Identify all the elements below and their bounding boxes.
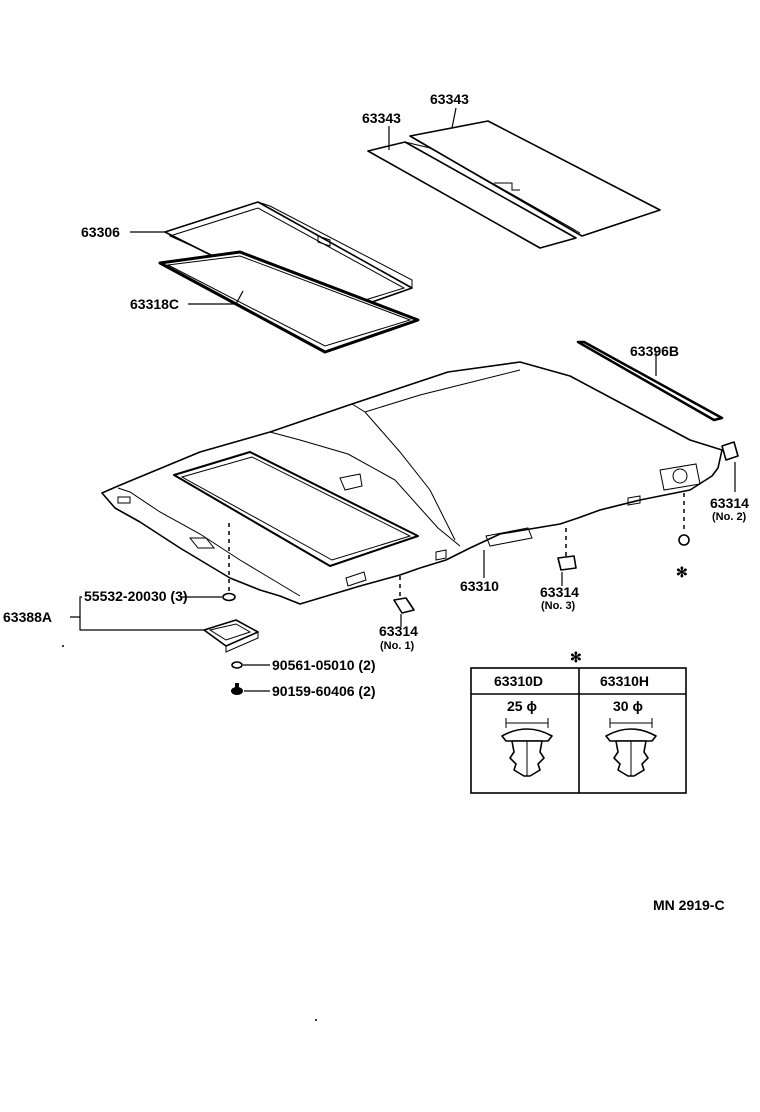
label-63343-top: 63343 <box>430 91 469 107</box>
table-col2-size: 30 ϕ <box>613 698 643 714</box>
label-63318c: 63318C <box>130 296 179 312</box>
clip-no2-part <box>721 441 739 461</box>
roof-trim-strip <box>576 340 724 422</box>
label-63306: 63306 <box>81 224 120 240</box>
headliner-clip-part <box>678 534 690 546</box>
label-63343-left: 63343 <box>362 110 401 126</box>
label-63310: 63310 <box>460 578 499 594</box>
label-63388a: 63388A <box>3 609 52 625</box>
label-63314-no2-sub: (No. 2) <box>712 511 747 523</box>
speck <box>315 1019 317 1021</box>
sunshade-panel-lower <box>367 141 581 249</box>
table-col1-part: 63310D <box>494 673 543 689</box>
label-90159: 90159-60406 (2) <box>272 683 376 699</box>
clip-marker-symbol: ✻ <box>676 564 688 580</box>
table-col2-part: 63310H <box>600 673 649 689</box>
label-63314-no1: 63314 <box>379 623 418 639</box>
catalog-code: MN 2919-C <box>653 897 725 913</box>
label-63314-no2: 63314 <box>710 495 749 511</box>
clip-63310d-drawing <box>501 718 553 777</box>
label-63314-no3: 63314 <box>540 584 579 600</box>
table-marker-symbol: ✻ <box>570 649 582 665</box>
label-63396b: 63396B <box>630 343 679 359</box>
clip-no1-part <box>393 597 415 614</box>
label-55532: 55532-20030 (3) <box>84 588 188 604</box>
label-90561: 90561-05010 (2) <box>272 657 376 673</box>
clip-55532-part <box>222 592 236 602</box>
clip-no3-part <box>557 555 577 571</box>
label-63314-no1-sub: (No. 1) <box>380 640 415 652</box>
table-col1-size: 25 ϕ <box>507 698 537 714</box>
screw-part <box>231 683 243 695</box>
speck <box>62 645 64 647</box>
roof-headliner <box>101 361 723 605</box>
clip-reference-table: ✻ 63310D 63310H 25 ϕ 30 ϕ <box>470 649 687 794</box>
washer-part <box>231 661 243 669</box>
console-box-part <box>203 619 259 653</box>
clip-63310h-drawing <box>605 718 657 777</box>
label-63314-no3-sub: (No. 3) <box>541 600 576 612</box>
sunroof-weatherstrip <box>158 250 420 354</box>
